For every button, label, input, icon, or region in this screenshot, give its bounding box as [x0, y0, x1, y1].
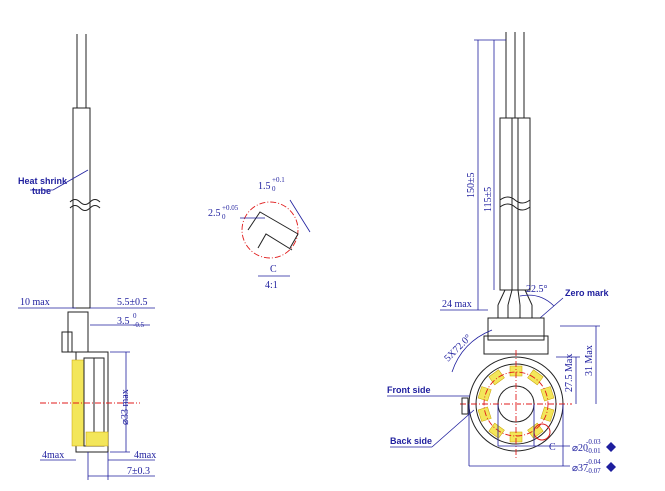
zero-mark-label: Zero mark [565, 288, 610, 298]
dim-24max: 24 max [442, 299, 472, 310]
connector-housing [487, 317, 545, 341]
dim-2-5-tol-upper: +0.05 [222, 204, 239, 212]
dim-4max-left: 4max [42, 450, 64, 461]
coil [540, 386, 555, 402]
dim-dia37-tol-upper: -0.04 [586, 458, 601, 466]
dim-3-5-tol-lower: -0.5 [133, 321, 145, 329]
dim-5x72: 5X72.0° [442, 332, 474, 364]
dim-1-5-tol-upper: +0.1 [272, 176, 285, 184]
coil [488, 422, 505, 439]
dim-2-5-tol-lower: 0 [222, 213, 226, 221]
dim-22-5: 22.5° [526, 284, 548, 295]
dim-dia20-tol-upper: -0.03 [586, 438, 601, 446]
pitch-circle [483, 371, 549, 437]
dim-dia20: ⌀20 [572, 443, 588, 454]
dim-dia37-tol-lower: -0.07 [586, 467, 601, 475]
dim-5-5: 5.5±0.5 [117, 297, 148, 308]
cable-jacket [72, 107, 91, 309]
heat-shrink-leader [52, 169, 89, 191]
heat-shrink-label-2: tube [32, 186, 51, 196]
dim-1-5-tol-lower: 0 [272, 185, 276, 193]
break-mark [499, 203, 531, 211]
coil-bottom [85, 431, 109, 447]
cable-jacket [499, 117, 531, 291]
dim-dia37: ⌀37 [572, 463, 588, 474]
detail-letter: C [270, 264, 277, 275]
dim-arc [519, 294, 555, 307]
coil [527, 422, 544, 439]
dim-10max: 10 max [20, 297, 50, 308]
coil [477, 386, 492, 402]
detail-view: 1.5 +0.1 0 2.5 +0.05 0 C 4:1 [208, 176, 311, 291]
dim-150: 150±5 [466, 173, 477, 199]
front-view: 150±5 115±5 22.5° Zero mark 24 max 5X72.… [387, 32, 616, 475]
detail-scale: 4:1 [265, 280, 278, 291]
side-view: Heat shrink tube 10 max 5.5±0.5 3.5 0 -0… [18, 34, 156, 480]
dim-115: 115±5 [483, 187, 494, 212]
back-side-leader-2 [431, 409, 475, 448]
dim-4max-right: 4max [134, 450, 156, 461]
coil [527, 369, 544, 386]
connector-tab [61, 331, 73, 353]
dim-dia33: ⌀33 max [120, 389, 131, 425]
front-side-label: Front side [387, 385, 431, 395]
diamond-icon [606, 462, 616, 472]
dim-7: 7±0.3 [127, 466, 150, 477]
detail-ref: C [549, 442, 556, 453]
heat-shrink-label: Heat shrink [18, 176, 68, 186]
dim-3-5-tol-upper: 0 [133, 312, 137, 320]
detail-slot [247, 211, 299, 249]
detail-circle [241, 201, 299, 259]
zero-mark-leader [539, 297, 564, 319]
dim-2-5: 2.5 [208, 208, 221, 219]
dim-line [289, 199, 311, 233]
dim-1-5: 1.5 [258, 181, 271, 192]
dim-arc [451, 329, 493, 373]
back-side-label: Back side [390, 436, 432, 446]
dim-31: 31 Max [584, 345, 595, 376]
break-mark [499, 196, 531, 204]
coil [488, 369, 505, 386]
break-mark [69, 205, 101, 211]
wire-fanout [497, 289, 533, 306]
break-mark [69, 199, 101, 205]
side-tab [461, 397, 469, 415]
detail-slot-inner [257, 233, 293, 251]
dim-dia20-tol-lower: -0.01 [586, 447, 601, 455]
dim-3-5: 3.5 [117, 316, 130, 327]
diamond-icon [606, 442, 616, 452]
coil [477, 406, 492, 422]
coil [540, 406, 555, 422]
dim-27-5: 27.5 Max [564, 354, 575, 392]
